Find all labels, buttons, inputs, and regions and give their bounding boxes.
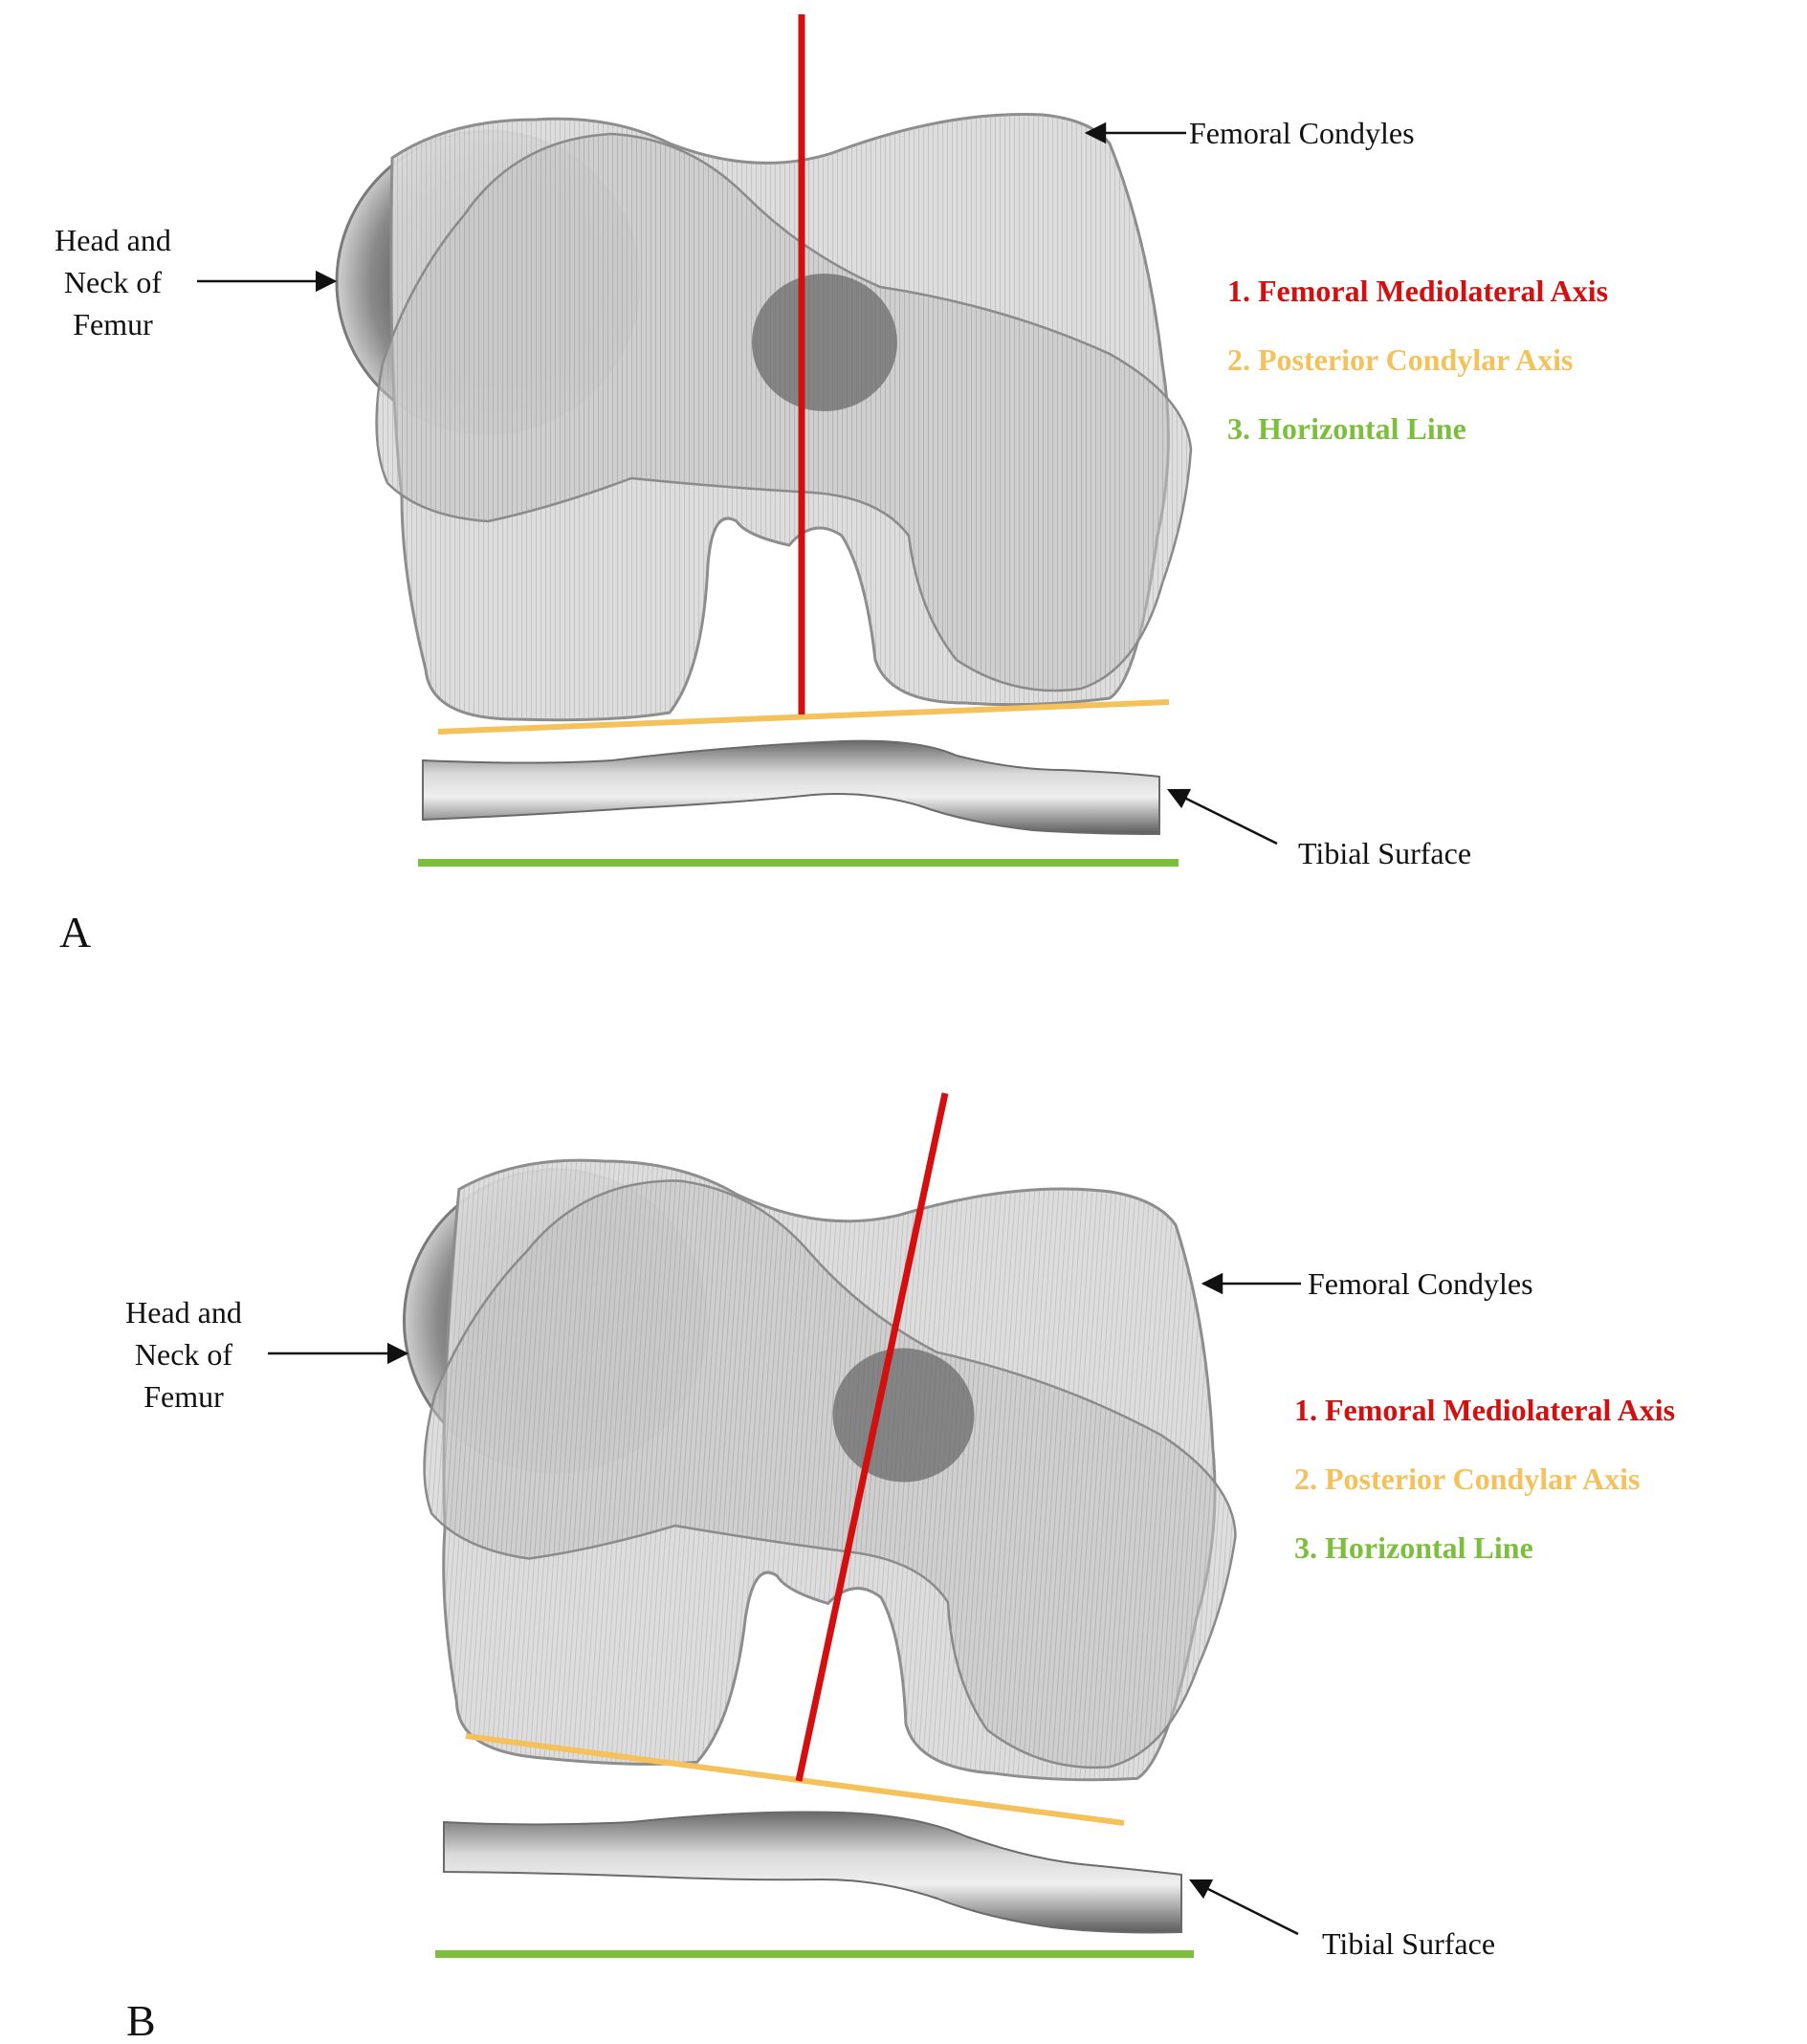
tibial-surface-a: [423, 741, 1159, 834]
tibial-surface-label-a: Tibial Surface: [1298, 836, 1471, 870]
head-neck-label-a-1: Head and: [55, 223, 171, 257]
femoral-condyles-label-a: Femoral Condyles: [1189, 116, 1415, 150]
legend-item-horizontal-a: 3. Horizontal Line: [1227, 411, 1466, 446]
notch-shadow-a: [752, 274, 897, 411]
legend-item-horizontal-b: 3. Horizontal Line: [1294, 1530, 1533, 1565]
arrow-up-left-icon: [1169, 790, 1277, 844]
panel-a: Femoral Condyles Head and Neck of Femur …: [55, 14, 1608, 956]
legend-item-mediolateral-a: 1. Femoral Mediolateral Axis: [1227, 274, 1608, 308]
head-neck-label-b-2: Neck of: [135, 1337, 233, 1372]
femoral-condyles-label-b: Femoral Condyles: [1308, 1266, 1533, 1301]
head-neck-label-b-1: Head and: [125, 1295, 242, 1330]
legend-item-posterior-condylar-a: 2. Posterior Condylar Axis: [1227, 342, 1573, 377]
head-neck-label-a-3: Femur: [73, 307, 153, 341]
legend-item-mediolateral-b: 1. Femoral Mediolateral Axis: [1294, 1393, 1675, 1427]
panel-letter-a: A: [59, 908, 91, 956]
arrow-up-left-icon: [1191, 1880, 1298, 1934]
panel-b: Femoral Condyles Head and Neck of Femur …: [125, 1093, 1675, 2044]
legend-item-posterior-condylar-b: 2. Posterior Condylar Axis: [1294, 1462, 1640, 1496]
tibial-surface-label-b: Tibial Surface: [1322, 1926, 1495, 1961]
tibial-surface-b: [444, 1812, 1181, 1932]
head-neck-label-b-3: Femur: [143, 1379, 224, 1414]
panel-letter-b: B: [126, 1996, 156, 2044]
head-neck-label-a-2: Neck of: [64, 265, 163, 299]
femur-model-a: [337, 115, 1191, 720]
